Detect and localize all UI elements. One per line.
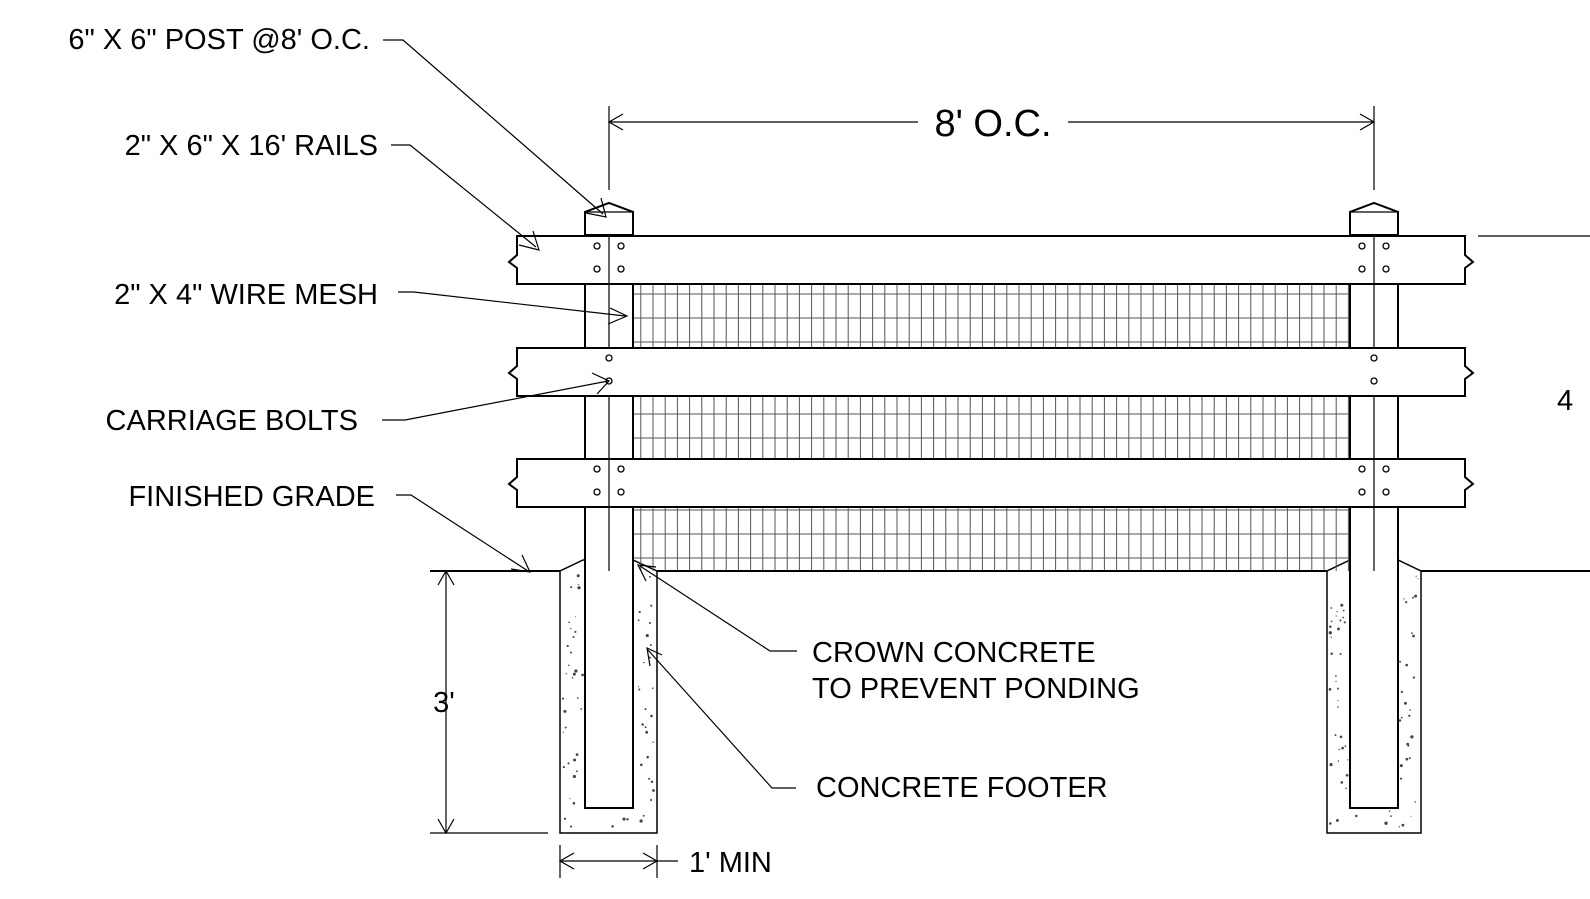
bolts-label: CARRIAGE BOLTS bbox=[106, 405, 358, 437]
footer-label: CONCRETE FOOTER bbox=[816, 772, 1108, 804]
rails-label: 2" X 6" X 16' RAILS bbox=[125, 130, 378, 162]
depth-dimension-label: 3' bbox=[433, 687, 455, 719]
depth-dimension: 3' bbox=[430, 569, 548, 835]
callout-post: 6" X 6" POST @8' O.C. bbox=[68, 24, 607, 218]
callout-footer: CONCRETE FOOTER bbox=[646, 646, 1108, 804]
footer-width-label: 1' MIN bbox=[689, 847, 772, 879]
callout-rails: 2" X 6" X 16' RAILS bbox=[125, 130, 540, 251]
mesh-label: 2" X 4" WIRE MESH bbox=[114, 279, 378, 311]
post-right bbox=[1349, 201, 1399, 809]
crown-label-line2: TO PREVENT PONDING bbox=[812, 673, 1140, 705]
carriage-bolts bbox=[593, 242, 1390, 496]
wire-mesh bbox=[585, 284, 1398, 571]
rail-bottom bbox=[507, 458, 1475, 508]
callout-mesh: 2" X 4" WIRE MESH bbox=[114, 279, 629, 325]
callout-bolts: CARRIAGE BOLTS bbox=[106, 372, 610, 437]
spacing-dimension-label: 8' O.C. bbox=[934, 103, 1051, 145]
rail-top bbox=[507, 235, 1475, 285]
footer-width-dimension: 1' MIN bbox=[558, 845, 772, 879]
height-dimension-label: 4 bbox=[1557, 385, 1573, 417]
callout-grade: FINISHED GRADE bbox=[128, 481, 532, 573]
callout-crown: CROWN CONCRETE TO PREVENT PONDING bbox=[636, 564, 1140, 705]
spacing-dimension: 8' O.C. bbox=[607, 103, 1376, 190]
height-dimension: 4 bbox=[1478, 235, 1590, 417]
crown-label-line1: CROWN CONCRETE bbox=[812, 637, 1096, 669]
post-label: 6" X 6" POST @8' O.C. bbox=[68, 24, 370, 56]
rail-middle bbox=[507, 347, 1475, 397]
grade-label: FINISHED GRADE bbox=[128, 481, 375, 513]
